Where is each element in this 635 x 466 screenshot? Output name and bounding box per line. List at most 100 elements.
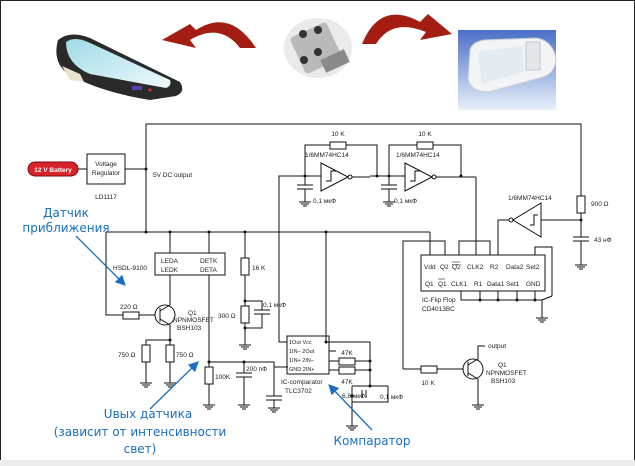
annotation-vout-line3: свет): [124, 442, 157, 456]
ff-pin-vdd: Vdd: [424, 264, 436, 271]
ff-pin-q2-bar: Q2: [452, 264, 461, 271]
ff-pin-set1: Set1: [506, 281, 520, 288]
r750a-label: 750 Ω: [118, 352, 136, 359]
annotation-sensor-line2: приближения: [22, 221, 109, 235]
r1-label: 10 K: [331, 131, 345, 138]
annotation-vout: Uвых датчика (зависит от интенсивности с…: [54, 361, 227, 456]
oscillator-stage-1: 10 K 1/6MM74HC14 0,1 мкФ: [278, 131, 379, 291]
tlc3702-ic: [286, 335, 330, 375]
cmp-label: IC-comparator: [281, 379, 323, 386]
sensor-transistor: [154, 304, 176, 326]
resistor-16k: [240, 257, 250, 276]
resistor-220: [122, 311, 140, 320]
regulator-line2: Regulator: [92, 170, 121, 177]
dc-output-label: 5V DC output: [153, 172, 192, 179]
ff-pin-gnd: GND: [526, 281, 541, 288]
resistor-47k-2: [338, 366, 356, 375]
ff-pin-q2: Q2: [440, 264, 449, 271]
regulator-line1: Voltage: [95, 161, 117, 168]
sensor-board-image: [284, 18, 352, 78]
voltage-regulator: [86, 153, 126, 185]
annotation-vout-line1: Uвых датчика: [104, 407, 192, 421]
c68-label: 6,8 мкФ: [342, 393, 365, 400]
r47k2-label: 47K: [341, 379, 353, 386]
cmp-pin-row4: GND 2IN+: [289, 367, 315, 373]
pin-detk: DETK: [200, 258, 218, 265]
r100k-label: 100K: [215, 374, 231, 381]
q-out-name: Q1: [498, 362, 507, 369]
battery-label: 12 V Battery: [34, 167, 72, 174]
resistor-10k-out: [420, 365, 438, 374]
pin-leda: LEDA: [161, 258, 179, 265]
delay-stage: 900 Ω 1/6MM74HC14 43 нФ: [497, 195, 612, 270]
r900-label: 900 Ω: [591, 201, 609, 208]
ff-label: IC-Flip Flop: [422, 297, 456, 304]
annotation-sensor: Датчик приближения: [22, 206, 126, 286]
cmp-pin-row3: 1IN+ 2IN−: [289, 358, 314, 364]
ff-pin-clk1: CLK1: [451, 281, 468, 288]
cref-label: 0,1 мкФ: [263, 302, 286, 309]
bottom-strip: [0, 460, 635, 466]
ff-part: CD4013BC: [422, 306, 455, 313]
inverter2-label: 1/6MM74HC14: [396, 152, 440, 159]
annotation-sensor-arrow: [75, 235, 126, 286]
c2-label: 0,1 мкФ: [394, 198, 417, 205]
inverter1-label: 1/6MM74HC14: [305, 152, 349, 159]
ff-pin-r1: R1: [474, 281, 483, 288]
r2-label: 10 K: [418, 131, 432, 138]
output-label: output: [488, 343, 506, 350]
annotation-comparator-arrow: [328, 384, 373, 431]
flip-flop-ic: Vdd Q2 Q2 CLK2 R2 Data2 Set2 Q1 Q1 CLK1 …: [402, 232, 553, 369]
sensor-block: LEDA DETK LEDK DETA HSDL-9100 220 Ω Q1 N…: [105, 232, 288, 410]
ff-pin-r2: R2: [490, 264, 499, 271]
r16k-label: 16 K: [252, 265, 266, 272]
resistor-900: [576, 195, 586, 214]
resistor-10k-2: [416, 141, 434, 150]
output-transistor: [462, 358, 484, 380]
resistor-750-b: [165, 344, 175, 363]
cmp-pin-row2: 1IN− 2Out: [289, 349, 315, 355]
delay-inverter-label: 1/6MM74HC14: [508, 195, 552, 202]
regulator-part: LD1117: [95, 194, 117, 201]
r47k1-label: 47K: [341, 350, 353, 357]
red-arrow-left: [162, 22, 256, 48]
r750b-label: 750 Ω: [176, 352, 194, 359]
resistor-300: [240, 305, 250, 324]
red-arrow-right: [362, 14, 452, 44]
r300-label: 300 Ω: [218, 313, 236, 320]
annotation-comparator: Компаратор: [328, 384, 411, 448]
q1-name: Q1: [188, 310, 197, 317]
c200-label: 200 пФ: [246, 366, 267, 373]
hsdl-9100-ic: [154, 252, 226, 276]
ff-pin-set2: Set2: [526, 264, 540, 271]
q-out-type: NPNMOSFET: [486, 370, 527, 377]
ff-pin-q1: Q1: [425, 281, 434, 288]
dome-lamp-image: [458, 30, 557, 110]
oscillator-stage-2: 10 K 1/6MM74HC14 0,1 мкФ: [370, 131, 477, 255]
r220-label: 220 Ω: [120, 304, 138, 311]
ff-pin-data2: Data2: [506, 264, 524, 271]
resistor-47k-1: [338, 357, 356, 366]
annotation-vout-line2: (зависит от интенсивности: [54, 425, 227, 439]
resistor-10k-1: [329, 141, 347, 150]
rout-label: 10 K: [421, 380, 435, 387]
ff-pin-data1: Data1: [487, 281, 505, 288]
annotation-vout-arrow: [149, 361, 199, 410]
ff-pin-q1-bar: Q1: [438, 281, 447, 288]
sensor-part: HSDL-9100: [113, 265, 147, 272]
pin-ledk: LEDK: [161, 267, 179, 274]
resistor-750-a: [141, 344, 151, 363]
cmp-part: TLC3702: [285, 388, 312, 395]
annotation-comparator-text: Компаратор: [333, 434, 410, 448]
ff-pin-clk2: CLK2: [467, 264, 484, 271]
resistor-100k: [204, 366, 214, 385]
q1-type: NPNMOSFET: [173, 317, 214, 324]
cmp-pin-row1: 1Out Vcc: [289, 340, 312, 346]
annotation-sensor-line1: Датчик: [43, 206, 89, 220]
rearview-mirror-image: [56, 34, 183, 100]
output-stage: 10 K output Q1 NPNMOSFET BSH103: [403, 343, 527, 410]
c01-label: 0,1 мкФ: [380, 394, 403, 401]
comparator-block: 1Out Vcc 1IN− 2Out 1IN+ 2IN− GND 2IN+ IC…: [266, 232, 403, 431]
c1-label: 0,1 мкФ: [313, 198, 336, 205]
